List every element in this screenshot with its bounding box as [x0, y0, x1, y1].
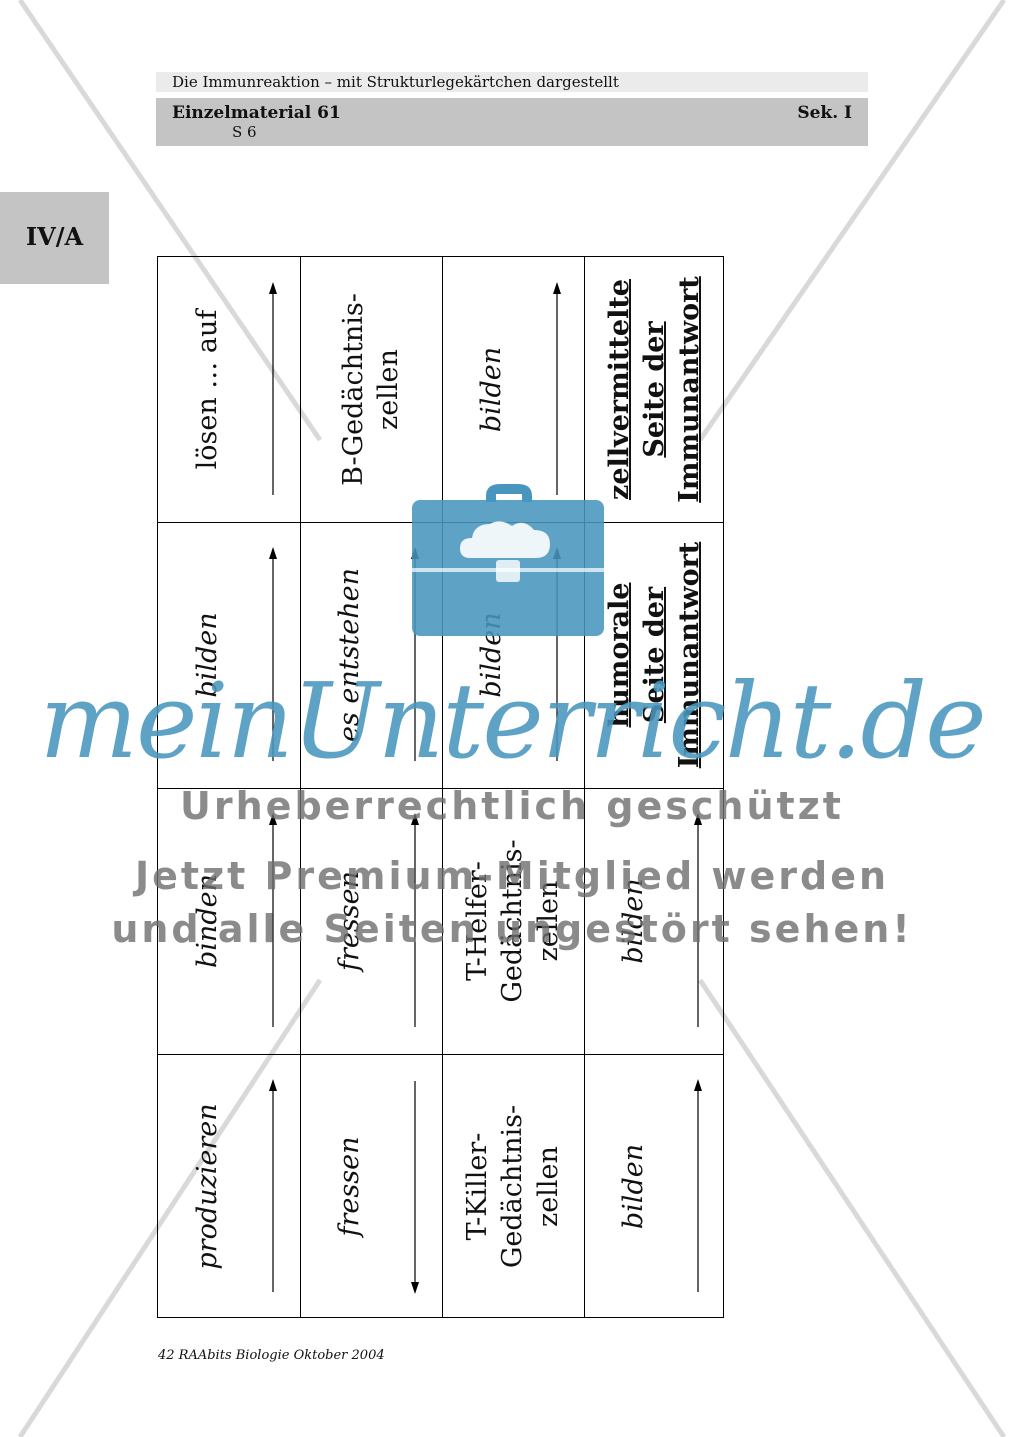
term-card: binden [158, 788, 300, 1054]
arrow-up-icon [269, 1079, 277, 1292]
briefcase-cloud-icon [412, 484, 604, 636]
term-card: lösen … auf [158, 257, 300, 522]
arrow-up-icon [269, 547, 277, 761]
term-card-text: produzieren [192, 1103, 224, 1270]
arrow-up-icon [411, 813, 419, 1027]
term-card-text: T-Killer-Gedächtnis-zellen [462, 1104, 564, 1269]
term-card-text: fressen [334, 1136, 366, 1237]
arrow-up-icon [694, 1079, 702, 1292]
header-title: Die Immunreaktion – mit Strukturlegekärt… [172, 73, 619, 91]
grid-divider [300, 257, 301, 1317]
arrow-up-icon [694, 813, 702, 1027]
grid-divider [158, 1054, 723, 1055]
arrow-up-icon [553, 282, 561, 495]
arrow-down-icon [411, 1081, 419, 1294]
term-card: fressen [300, 788, 442, 1054]
watermark-line-3: und alle Seiten ungestört sehen! [111, 907, 913, 951]
term-card: bilden [584, 1054, 725, 1319]
term-card: bilden [158, 522, 300, 788]
footer-source: 42 RAAbits Biologie Oktober 2004 [158, 1348, 385, 1363]
term-card: bilden [442, 257, 584, 522]
term-card: bilden [584, 788, 725, 1054]
header-title-bar: Die Immunreaktion – mit Strukturlegekärt… [156, 72, 868, 92]
term-card: fressen [300, 1054, 442, 1319]
term-card: T-Killer-Gedächtnis-zellen [442, 1054, 584, 1319]
watermark-brand: meinUnterricht.de [39, 660, 986, 782]
term-card-text: bilden [618, 1143, 650, 1230]
page-label: S 6 [232, 123, 257, 141]
section-tab-label: IV/A [25, 222, 84, 251]
material-label: Einzelmaterial 61 [172, 103, 341, 123]
term-card: produzieren [158, 1054, 300, 1319]
grid-divider [442, 257, 443, 1317]
grid-divider [158, 788, 723, 789]
arrow-up-icon [269, 282, 277, 495]
watermark-line-1: Urheberrechtlich geschützt [180, 784, 844, 828]
arrow-up-icon [269, 813, 277, 1027]
level-label: Sek. I [797, 103, 852, 123]
header-material-bar: Einzelmaterial 61 Sek. I S 6 [156, 98, 868, 146]
grid-divider [584, 257, 585, 1317]
section-tab: IV/A [0, 192, 109, 284]
term-card-text: lösen … auf [192, 309, 224, 470]
watermark-line-2: Jetzt Premium-Mitglied werden [134, 854, 890, 898]
